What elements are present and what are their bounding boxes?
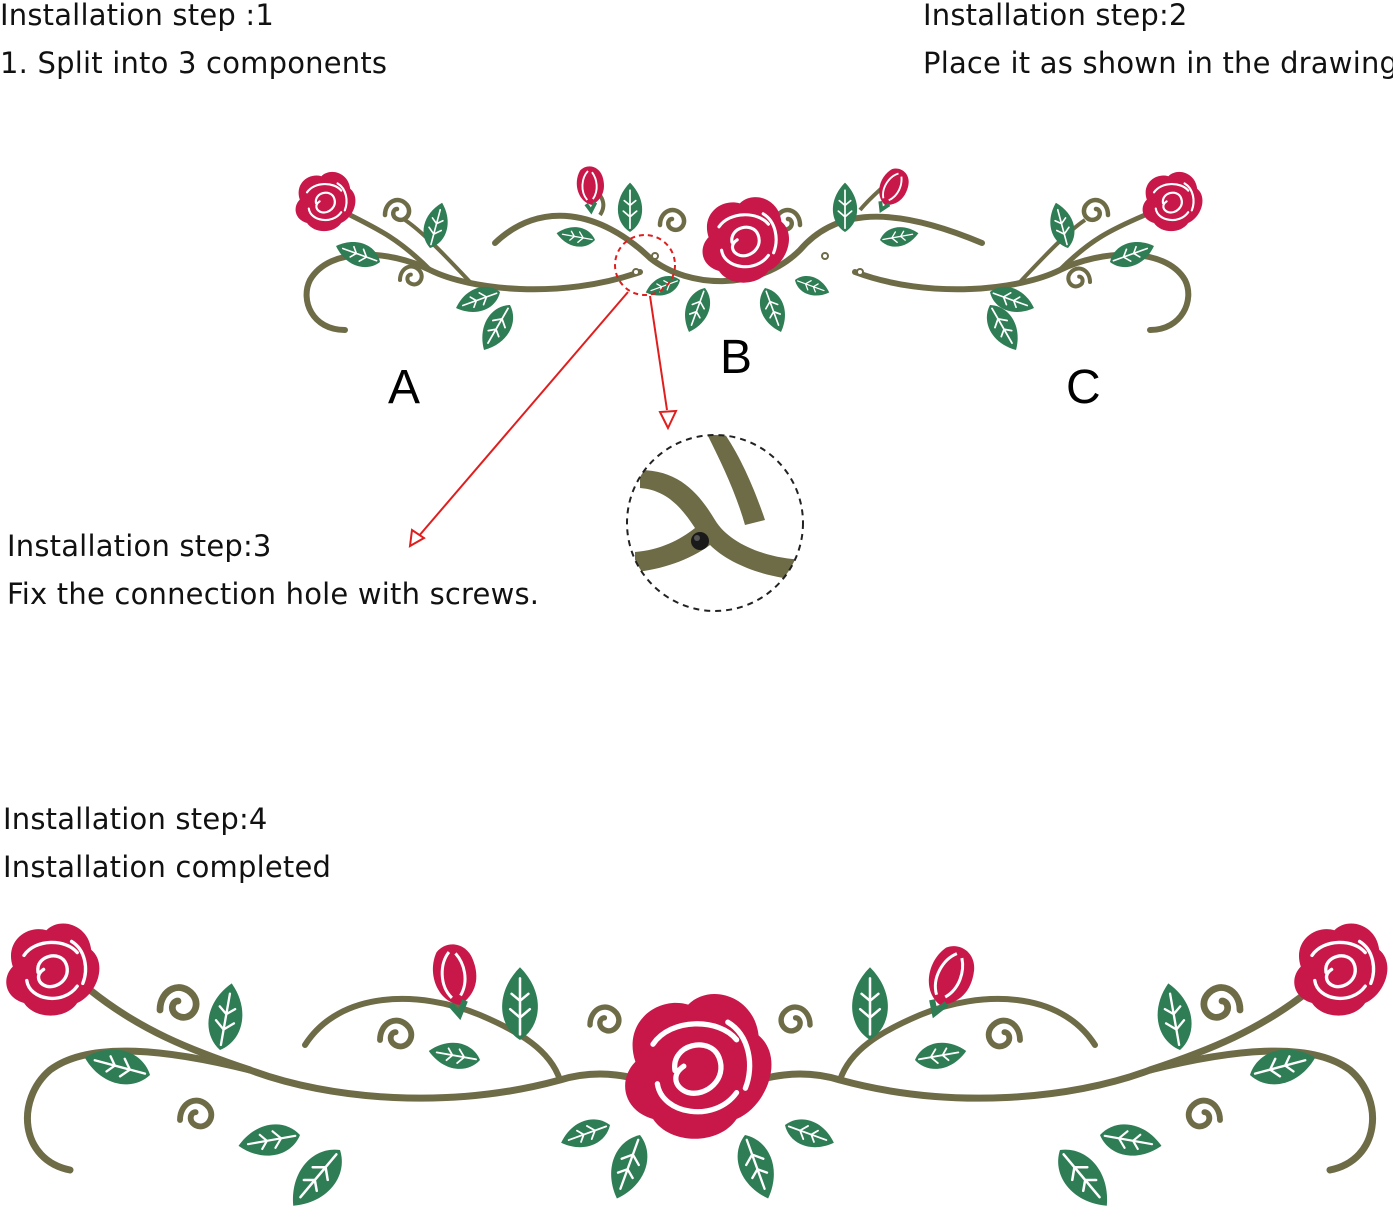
step1-desc: 1. Split into 3 components xyxy=(0,46,388,80)
component-a xyxy=(294,170,643,358)
step2-block: Installation step:2 Place it as shown in… xyxy=(923,0,1393,87)
step2-desc: Place it as shown in the drawing. xyxy=(923,46,1393,80)
step1-block: Installation step :1 1. Split into 3 com… xyxy=(0,0,387,87)
arrow-to-step3 xyxy=(417,291,629,538)
step4-block: Installation step:4 Installation complet… xyxy=(3,795,331,891)
step4-desc: Installation completed xyxy=(3,850,332,884)
part-b-label: B xyxy=(720,331,753,384)
step1-title: Installation step :1 xyxy=(0,0,275,32)
bolt-icon xyxy=(691,532,709,550)
step2-title: Installation step:2 xyxy=(923,0,1188,32)
component-c xyxy=(852,170,1204,358)
arrow-head-zoom xyxy=(658,409,678,431)
step3-block: Installation step:3 Fix the connection h… xyxy=(7,522,539,618)
step4-title: Installation step:4 xyxy=(3,802,268,836)
arrow-head-step3 xyxy=(408,528,426,548)
step3-title: Installation step:3 xyxy=(7,529,272,563)
connection-highlight-circle xyxy=(614,234,676,296)
part-a-label: A xyxy=(388,361,421,414)
completed-assembly xyxy=(4,921,1390,1219)
component-b xyxy=(492,162,985,337)
step3-desc: Fix the connection hole with screws. xyxy=(7,577,540,611)
connection-callout xyxy=(408,234,678,548)
zoom-detail xyxy=(626,434,804,612)
part-c-label: C xyxy=(1066,361,1101,414)
arrow-to-zoom xyxy=(649,295,668,411)
